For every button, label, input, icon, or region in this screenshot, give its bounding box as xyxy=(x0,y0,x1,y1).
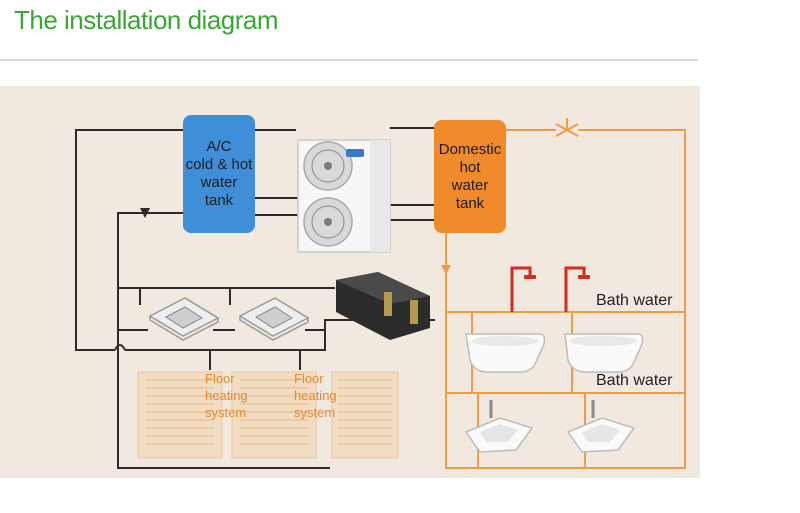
wash-basin-icon-2 xyxy=(566,400,636,453)
pump-icon xyxy=(140,208,150,218)
ac-cold-hot-water-tank: A/C cold & hot water tank xyxy=(183,115,255,233)
bath-water-shower-label: Bath water xyxy=(596,292,673,309)
bath-water-tub-label: Bath water xyxy=(596,372,673,389)
shower-pipe-2 xyxy=(564,266,586,312)
floor-heating-mat-icon-3 xyxy=(331,371,399,459)
shower-pipe-1 xyxy=(510,266,532,312)
floor-heating-left-line-2: heating xyxy=(205,388,248,403)
ac-loop-pipe xyxy=(75,129,183,351)
shower-head-icon xyxy=(524,275,590,279)
hot-water-pipes xyxy=(445,129,686,469)
floor-heating-label-right: Floor heating system xyxy=(294,370,337,421)
ac-tank-label-line-4: tank xyxy=(204,192,234,209)
domestic-hot-water-tank: Domestic hot water tank xyxy=(434,120,506,233)
heating-return-pipe xyxy=(117,212,330,469)
ac-tank-label-line-1: A/C xyxy=(206,138,232,155)
cassette-unit-icon-1 xyxy=(148,297,220,341)
valve-icon xyxy=(555,118,579,137)
title-divider xyxy=(0,59,698,61)
bathtub-icon-2 xyxy=(564,333,644,373)
floor-heating-left-line-1: Floor xyxy=(205,371,235,386)
dhw-circulation-pipe xyxy=(445,129,686,469)
dhw-tank-label-line-1: Domestic xyxy=(438,140,502,158)
floor-heating-mat-icon-1 xyxy=(137,371,223,459)
ac-tank-label-line-2: cold & hot xyxy=(185,156,253,173)
fan-coil-unit-icon xyxy=(336,272,430,340)
floor-heating-right-line-2: heating xyxy=(294,388,337,403)
ac-tank-label-line-3: water xyxy=(200,174,238,191)
heating-pipes xyxy=(75,127,435,469)
heat-pump-unit-icon xyxy=(297,139,391,253)
wash-basin-icon-1 xyxy=(464,400,534,453)
cassette-unit-icon-2 xyxy=(238,297,310,341)
page-title: The installation diagram xyxy=(14,5,279,35)
floor-heating-right-line-1: Floor xyxy=(294,371,324,386)
shower-pipes xyxy=(510,266,586,312)
bathtub-icon-1 xyxy=(465,333,546,373)
floor-heating-mat-icon-2 xyxy=(231,371,317,459)
hot-water-pump-icon xyxy=(441,265,451,275)
floor-heating-label-left: Floor heating system xyxy=(205,370,248,421)
dhw-tank-label-line-3: water xyxy=(451,176,489,194)
pipe-crossover xyxy=(114,344,126,351)
floor-heating-left-line-3: system xyxy=(205,405,247,420)
floor-heating-right-line-3: system xyxy=(294,405,336,420)
dhw-tank-label-line-4: tank xyxy=(455,194,485,212)
dhw-tank-label-line-2: hot xyxy=(459,158,481,176)
